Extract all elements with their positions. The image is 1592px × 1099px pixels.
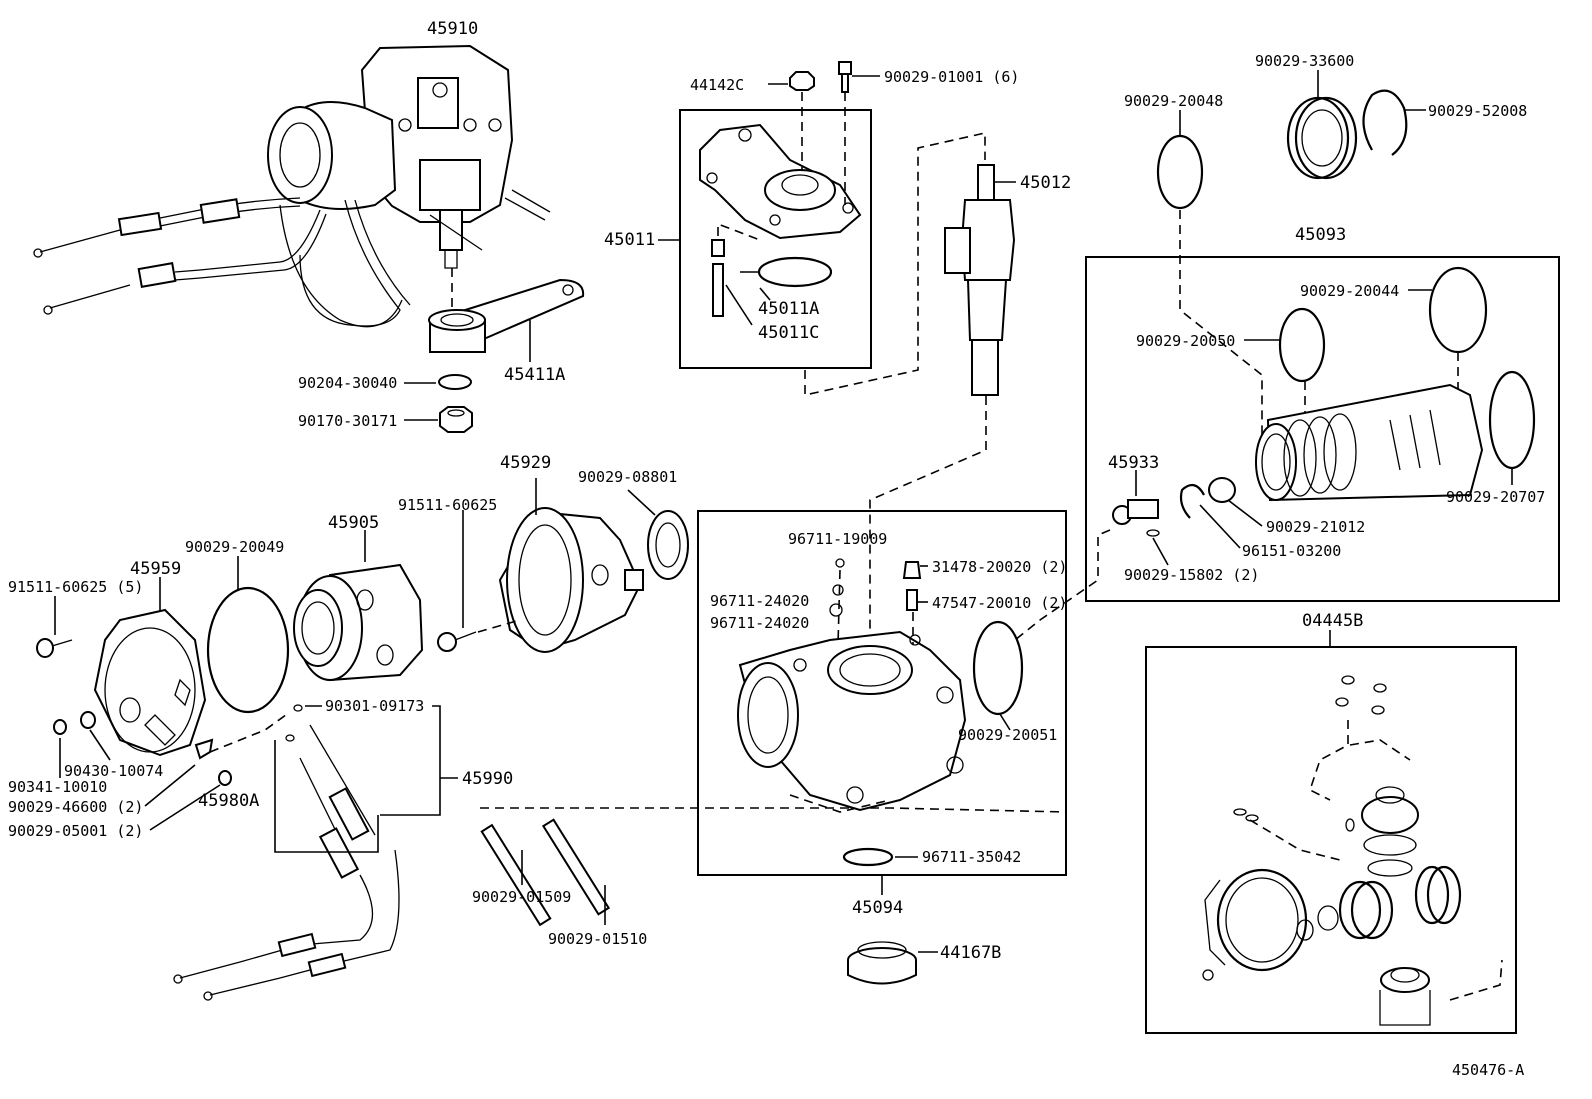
label-45011A: 45011A (758, 299, 819, 319)
label-45012: 45012 (1020, 173, 1071, 193)
cap-31478-20020 (902, 561, 922, 579)
ring-90029-20048 (1156, 134, 1204, 210)
seal-96711-35042 (842, 847, 894, 867)
box-45011 (679, 109, 872, 369)
pin-45011C (711, 239, 725, 317)
label-90341-10010: 90341-10010 (8, 778, 107, 796)
label-96711-19009: 96711-19009 (788, 530, 887, 548)
label-04445B: 04445B (1302, 611, 1363, 631)
valve-body-45011 (699, 123, 862, 240)
label-96151-03200: 96151-03200 (1242, 542, 1341, 560)
label-91511-60625-5: 91511-60625 (5) (8, 578, 143, 596)
box-45093 (1085, 256, 1560, 602)
label-45093: 45093 (1295, 225, 1346, 245)
stud-90029-01509 (480, 823, 552, 927)
label-90029-01509: 90029-01509 (472, 888, 571, 906)
label-90029-33600: 90029-33600 (1255, 52, 1354, 70)
nut-90170-30171 (439, 406, 473, 433)
label-90029-01510: 90029-01510 (548, 930, 647, 948)
cylinder-sleeve (1255, 383, 1484, 502)
ring-90029-20044 (1428, 266, 1488, 354)
snap-ring-96151-03200 (1179, 483, 1205, 519)
bolt-91511-60625-5 (36, 638, 73, 658)
o-ring-90029-20049 (206, 586, 290, 714)
nut-44142C (789, 71, 815, 91)
label-90029-20044: 90029-20044 (1300, 282, 1399, 300)
lock-washer-90204-30040 (438, 374, 472, 390)
input-shaft-45012 (944, 164, 1016, 396)
ring-90029-20050 (1278, 307, 1326, 383)
label-90029-46600: 90029-46600 (2) (8, 798, 143, 816)
pump-assembly-45910 (267, 44, 551, 269)
ring-90029-20707 (1488, 370, 1536, 470)
label-90029-20707: 90029-20707 (1446, 488, 1545, 506)
label-47547-20010: 47547-20010 (2) (932, 594, 1067, 612)
cover-45959 (93, 608, 207, 757)
label-45929: 45929 (500, 453, 551, 473)
label-45933: 45933 (1108, 453, 1159, 473)
label-45910: 45910 (427, 19, 478, 39)
housing-45929 (498, 507, 644, 653)
label-45411A: 45411A (504, 365, 565, 385)
label-96711-35042: 96711-35042 (922, 848, 1021, 866)
label-90029-05001: 90029-05001 (2) (8, 822, 143, 840)
pump-hoses (33, 197, 411, 328)
gear-housing (737, 630, 967, 812)
label-44167B: 44167B (940, 943, 1001, 963)
label-90301-09173: 90301-09173 (325, 697, 424, 715)
label-90029-01001: 90029-01001 (6) (884, 68, 1019, 86)
label-90029-15802: 90029-15802 (2) (1124, 566, 1259, 584)
boot-44167B (847, 941, 917, 985)
label-90029-20049: 90029-20049 (185, 538, 284, 556)
kit-04445B-contents (1202, 675, 1503, 1026)
o-ring-96711-24020-b (829, 603, 843, 617)
label-45011: 45011 (604, 230, 655, 250)
piston-45905 (293, 563, 424, 682)
label-45905: 45905 (328, 513, 379, 533)
label-45094: 45094 (852, 898, 903, 918)
label-90029-21012: 90029-21012 (1266, 518, 1365, 536)
label-90029-08801: 90029-08801 (578, 468, 677, 486)
label-45959: 45959 (130, 559, 181, 579)
bolt-91511-60625 (437, 631, 477, 652)
shaft-45933 (1112, 499, 1159, 525)
o-ring-96711-24020-a (832, 584, 844, 596)
pitman-arm-45411A (428, 278, 585, 353)
label-45011C: 45011C (758, 323, 819, 343)
label-96711-24020-a: 96711-24020 (710, 592, 809, 610)
o-ring-90029-20051 (972, 620, 1024, 716)
bolt-90029-01001 (838, 61, 852, 93)
label-90204-30040: 90204-30040 (298, 374, 397, 392)
label-90430-10074: 90430-10074 (64, 762, 163, 780)
stud-90029-01510 (541, 818, 611, 916)
seal-90029-15802 (1146, 529, 1160, 537)
label-44142C: 44142C (690, 76, 744, 94)
label-96711-24020-b: 96711-24020 (710, 614, 809, 632)
label-31478-20020: 31478-20020 (2) (932, 558, 1067, 576)
o-ring-45011A (757, 256, 833, 288)
label-90029-52008: 90029-52008 (1428, 102, 1527, 120)
label-90029-20050: 90029-20050 (1136, 332, 1235, 350)
diagram-id: 450476-A (1452, 1061, 1524, 1079)
bleeder-47547-20010 (906, 589, 918, 611)
seal-96711-19009 (835, 558, 845, 568)
washer-90430-10074 (80, 711, 96, 729)
box-04445B (1145, 646, 1517, 1034)
bolt-90341-10010 (53, 719, 67, 735)
label-45990: 45990 (462, 769, 513, 789)
label-90170-30171: 90170-30171 (298, 412, 397, 430)
label-45980A: 45980A (198, 791, 259, 811)
snap-ring-90029-52008 (1362, 89, 1408, 156)
label-90029-20051: 90029-20051 (958, 726, 1057, 744)
screw-90029-05001 (218, 770, 232, 786)
bearing-90029-33600 (1286, 96, 1358, 180)
bearing-90029-21012 (1208, 477, 1236, 503)
label-90029-20048: 90029-20048 (1124, 92, 1223, 110)
label-91511-60625: 91511-60625 (398, 496, 497, 514)
seal-90029-08801 (647, 510, 689, 580)
